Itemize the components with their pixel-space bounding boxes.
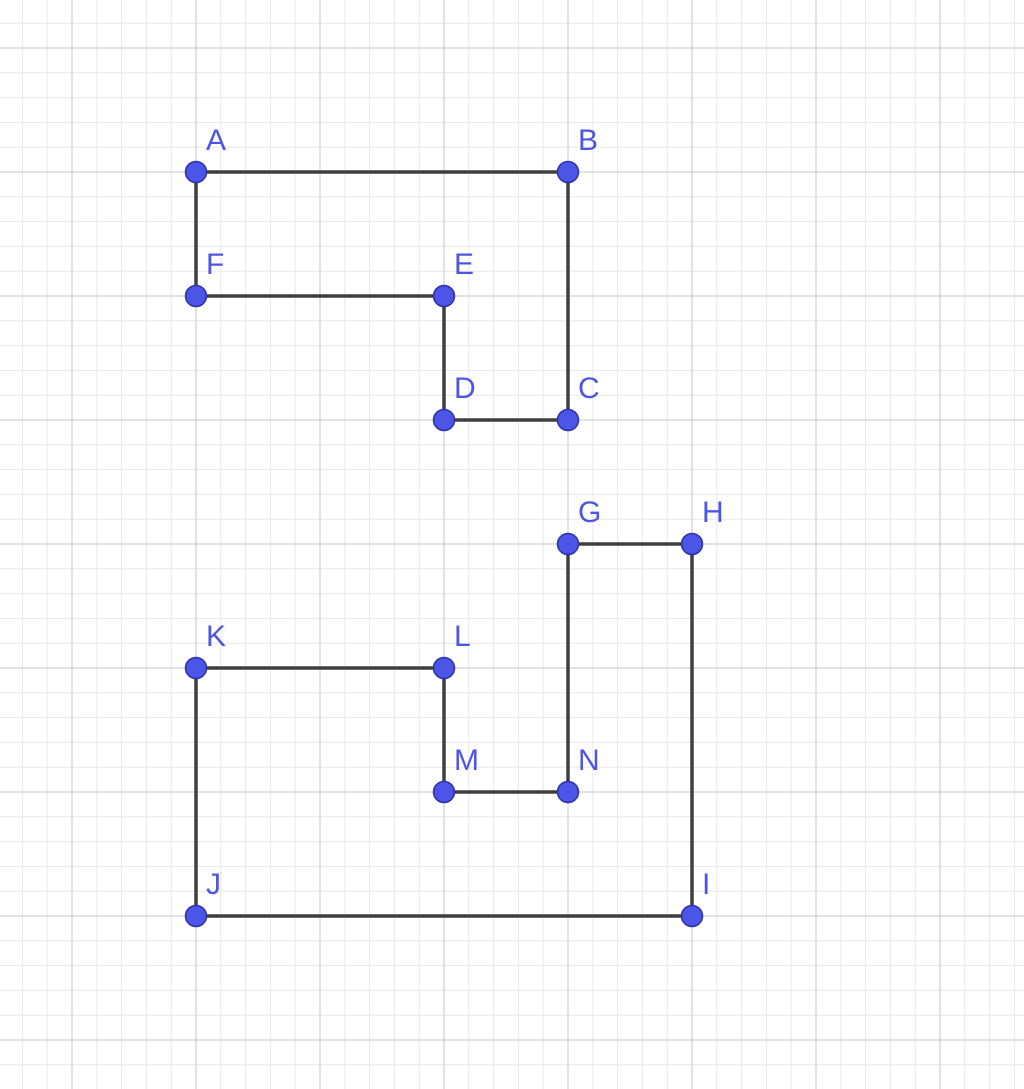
point-K[interactable] — [184, 656, 208, 680]
point-label-H[interactable]: H — [702, 496, 724, 529]
point-label-E[interactable]: E — [454, 248, 474, 281]
point-label-C[interactable]: C — [578, 372, 600, 405]
point-F[interactable] — [184, 284, 208, 308]
point-label-K[interactable]: K — [206, 620, 226, 653]
point-G[interactable] — [556, 532, 580, 556]
point-label-F[interactable]: F — [206, 248, 224, 281]
point-label-N[interactable]: N — [578, 744, 600, 777]
point-M[interactable] — [432, 780, 456, 804]
point-label-J[interactable]: J — [206, 868, 221, 901]
point-label-L[interactable]: L — [454, 620, 471, 653]
point-B[interactable] — [556, 160, 580, 184]
point-C[interactable] — [556, 408, 580, 432]
point-H[interactable] — [680, 532, 704, 556]
point-label-D[interactable]: D — [454, 372, 476, 405]
point-label-I[interactable]: I — [702, 868, 710, 901]
point-label-M[interactable]: M — [454, 744, 479, 777]
point-label-A[interactable]: A — [206, 124, 226, 157]
point-J[interactable] — [184, 904, 208, 928]
point-E[interactable] — [432, 284, 456, 308]
point-L[interactable] — [432, 656, 456, 680]
point-label-B[interactable]: B — [578, 124, 598, 157]
point-label-G[interactable]: G — [578, 496, 601, 529]
point-N[interactable] — [556, 780, 580, 804]
point-I[interactable] — [680, 904, 704, 928]
point-D[interactable] — [432, 408, 456, 432]
point-A[interactable] — [184, 160, 208, 184]
